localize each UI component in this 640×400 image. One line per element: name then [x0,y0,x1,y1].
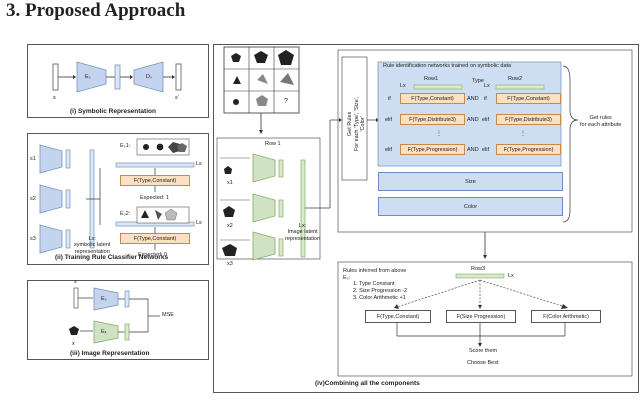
symbolic-decoder-label: Dₛ [146,74,153,80]
training-s3-label: s3 [30,236,36,242]
svg-text:⋮: ⋮ [520,131,526,137]
candidate-size-progression: F(Size Progression) [446,310,516,323]
rule-row-2-and: AND [467,147,479,153]
choose-best-text: Choose Best [467,360,499,366]
score-them-text: Score them [469,348,498,354]
rule-row1-label: Row1 [424,76,439,82]
image-s-label: s [74,279,77,285]
caption-symbolic: (i) Symbolic Representation [70,108,156,115]
combining-x3-label: x3 [227,261,233,267]
image-x-label: x [72,341,75,347]
rule-row-2-kw2: elif [482,147,490,153]
caption-image: (iii) Image Representation [70,350,150,357]
combining-question-mark: ? [284,98,288,105]
get-rules-each-attribute: Get rules for each attribute [580,115,622,128]
rule-row2-label: Row2 [508,76,523,82]
svg-text:⋮: ⋮ [436,131,442,137]
combining-x2-label: x2 [227,223,233,229]
rule-row-1-kw: elif [385,117,393,123]
training-s1-label: s1 [30,156,36,162]
combining-row1-label: Row 1 [265,141,281,147]
training-ls-description: Ls: symbolic latent representation [74,236,111,255]
training-f-type-constant-1: F(Type,Constant) [120,175,190,186]
rules-inferred-text: Rules inferred from above Eₛ: [343,268,407,281]
image-mse-label: MSE [162,312,174,318]
symbolic-s-prime-label: s' [175,95,179,101]
rule-row-1-and: AND [467,117,479,123]
rule-header: Rule identification networks trained on … [383,63,512,69]
rule-type-label: Type [472,78,484,84]
training-f-type-constant-2: F(Type,Constant) [120,233,190,244]
rule-row-0-right: F(Type,Constant) [496,93,561,104]
rule-size-box: Size [378,172,563,191]
rule-row-2-kw: elif [385,147,393,153]
training-expected-0: Expected: 0 [138,252,168,258]
rule-color-box: Color [378,197,563,216]
symbolic-s-label: s [53,95,56,101]
combining-lx-description: Lx: Image latent representation [285,223,321,242]
training-es1-label: Eₛ1: [120,143,131,149]
rule-list-item-1: 1. Type Constant [353,281,395,287]
symbolic-encoder-label: Eₛ [85,74,91,80]
rule-row-2-right: F(Type,Progression) [496,144,561,155]
rule-row-0-and: AND [467,96,479,102]
section-title: 3. Proposed Approach [6,0,186,21]
rule-row-1-kw2: elif [482,117,490,123]
training-es2-label: Eₛ2: [120,211,131,217]
rule-lx-label-2: Lx [484,83,490,89]
rule-row-0-left: F(Type,Constant) [400,93,465,104]
row3-lx-label: Lx [508,273,514,279]
image-encoder-s-label: Eₛ [101,296,107,302]
candidate-color-arithmetic: F(Color Arithmetic) [531,310,601,323]
caption-training: (ii) Training Rule Classifier Networks [55,254,169,261]
rule-row-1-right: F(Type,Distribute3) [496,114,561,125]
training-ls-label-2: Ls [196,220,202,226]
combining-x1-label: x1 [227,180,233,186]
rule-lx-label-1: Lx [400,83,406,89]
training-s2-label: s2 [30,196,36,202]
training-expected-1: Expected: 1 [140,195,170,201]
rule-row-1-left: F(Type,Distribute3) [400,114,465,125]
get-rules-vertical-text: Get Rules For each 'Type', 'Size', 'Colo… [347,96,367,152]
rule-row-0-kw: if [388,96,391,102]
image-encoder-x-label: Eₓ [101,329,107,335]
rule-list-item-3: 3. Color Arithmetic +1 [353,295,406,301]
rule-row-0-kw2: if [484,96,487,102]
row3-label: Row3 [471,266,486,272]
rule-row-2-left: F(Type,Progression) [400,144,465,155]
rule-list-item-2: 2. Size Progression -2 [353,288,408,294]
caption-combining: (iv)Combining all the components [315,380,420,387]
training-ls-label-1: Ls [196,161,202,167]
candidate-type-constant: F(Type,Constant) [365,310,431,323]
